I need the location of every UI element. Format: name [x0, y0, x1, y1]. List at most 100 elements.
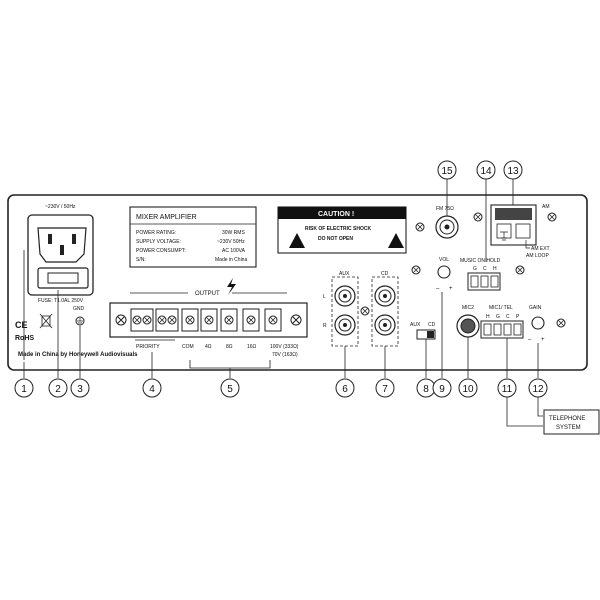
gain-side-screw-icon	[558, 320, 564, 326]
am-ext-leader	[525, 240, 530, 249]
aux-r-rca-jack[interactable]	[334, 314, 356, 336]
music-on-hold-terminal[interactable]	[467, 272, 501, 291]
output-label-100v: 100V (333Ω)	[270, 344, 299, 350]
telephone-system-line1: TELEPHONE	[549, 416, 585, 422]
iec-power-inlet[interactable]	[27, 214, 94, 296]
callout-12: 12	[528, 378, 548, 398]
moh-side-screw-right-icon	[517, 267, 523, 273]
rohs-mark: RoHS	[15, 335, 34, 342]
rating-row-1-key: SUPPLY VOLTAGE:	[136, 239, 181, 245]
rating-row-0-key: POWER RATING:	[136, 230, 176, 236]
svg-text:3: 3	[77, 384, 83, 395]
svg-text:11: 11	[502, 384, 513, 395]
svg-text:12: 12	[532, 384, 544, 395]
rca-center-screw-icon	[362, 308, 368, 314]
cd-title: CD	[381, 271, 389, 277]
caution-line1: RISK OF ELECTRIC SHOCK	[305, 226, 372, 232]
callout-11: 11	[497, 378, 517, 398]
caution-line2: DO NOT OPEN	[318, 236, 353, 242]
gain-title: GAIN	[529, 305, 542, 311]
mic1-pin-h: H	[486, 314, 490, 320]
callout-leaders	[23, 178, 543, 427]
rating-row-3-key: S/N:	[136, 257, 146, 263]
svg-text:8: 8	[423, 384, 429, 395]
callout-13: 13	[503, 160, 523, 180]
gain-minus: –	[528, 337, 532, 343]
vol-knob[interactable]	[437, 265, 451, 279]
aux-title: AUX	[339, 271, 350, 277]
fm-title: FM 75Ω	[436, 206, 454, 212]
svg-text:15: 15	[441, 166, 453, 177]
aux-l-label: L	[323, 294, 326, 300]
made-in-china-text: Made in China by Honeywell Audiovisuals	[18, 352, 138, 358]
output-label-16ohm: 16Ω	[247, 344, 257, 350]
vol-title: VOL	[439, 257, 449, 263]
svg-text:10: 10	[462, 384, 474, 395]
am-antenna-terminal[interactable]	[490, 204, 537, 246]
callout-7: 7	[375, 378, 395, 398]
am-side-screw-left-icon	[475, 214, 481, 220]
moh-pin-g: G	[473, 266, 477, 272]
callout-9: 9	[432, 378, 452, 398]
mic1-pin-c: C	[506, 314, 510, 320]
output-terminal-strip[interactable]	[109, 302, 308, 338]
svg-text:4: 4	[149, 384, 155, 395]
svg-text:5: 5	[227, 384, 233, 395]
rating-row-2-val: AC 100VA	[222, 248, 246, 254]
gnd-label: GND	[73, 306, 85, 312]
am-ext-label: AM EXT	[531, 246, 550, 252]
rating-row-3-val: Made in China	[215, 257, 247, 263]
vol-minus: –	[436, 286, 440, 292]
mic1-tel-terminal[interactable]	[480, 320, 524, 339]
svg-text:6: 6	[342, 384, 348, 395]
am-loop-label: AM LOOP	[526, 253, 549, 259]
rating-row-1-val: ~230V 50Hz	[217, 239, 245, 245]
rating-title: MIXER AMPLIFIER	[136, 214, 197, 221]
power-input-label: ~230V / 50Hz	[45, 204, 76, 210]
svg-text:2: 2	[55, 384, 61, 395]
gain-knob[interactable]	[531, 316, 545, 330]
svg-text:9: 9	[439, 384, 445, 395]
output-label-8ohm: 8Ω	[226, 344, 233, 350]
switch-cd-label: CD	[428, 322, 436, 328]
gain-plus: +	[541, 337, 545, 343]
mic2-title: MIC2	[462, 305, 474, 311]
caution-label	[277, 206, 407, 254]
callout-14: 14	[476, 160, 496, 180]
mic1-pin-g: G	[496, 314, 500, 320]
callout-5: 5	[220, 378, 240, 398]
switch-aux-label: AUX	[410, 322, 421, 328]
output-label-4ohm: 4Ω	[205, 344, 212, 350]
svg-text:7: 7	[382, 384, 388, 395]
am-title: AM	[542, 204, 550, 210]
mic2-jack[interactable]	[456, 314, 480, 338]
cd-l-rca-jack[interactable]	[374, 285, 396, 307]
output-label-70v: 70V (163Ω)	[272, 352, 298, 358]
fm-side-screw-icon	[417, 224, 423, 230]
moh-pin-h: H	[493, 266, 497, 272]
moh-pin-c: C	[483, 266, 487, 272]
callout-4: 4	[142, 378, 162, 398]
weee-bin-icon	[39, 313, 53, 329]
aux-cd-selector-switch[interactable]	[416, 329, 436, 340]
svg-text:1: 1	[21, 384, 27, 395]
telephone-system-box	[543, 409, 600, 435]
mic1-pin-p: P	[516, 314, 520, 320]
cd-r-rca-jack[interactable]	[374, 314, 396, 336]
fm-antenna-jack[interactable]	[435, 215, 459, 239]
callout-1: 1	[14, 378, 34, 398]
aux-l-rca-jack[interactable]	[334, 285, 356, 307]
callout-3: 3	[70, 378, 90, 398]
fuse-label: FUSE: T1.0AL 250V	[38, 298, 84, 304]
caution-title: CAUTION !	[318, 211, 354, 218]
callout-6: 6	[335, 378, 355, 398]
lightning-icon	[227, 278, 236, 295]
output-title: OUTPUT	[195, 291, 220, 297]
aux-r-label: R	[323, 323, 327, 329]
music-on-hold-title: MUSIC ON HOLD	[460, 258, 501, 264]
output-label-priority: PRIORITY	[136, 344, 160, 350]
am-side-screw-right-icon	[549, 214, 555, 220]
output-label-com: COM	[182, 344, 194, 350]
svg-text:14: 14	[480, 166, 492, 177]
